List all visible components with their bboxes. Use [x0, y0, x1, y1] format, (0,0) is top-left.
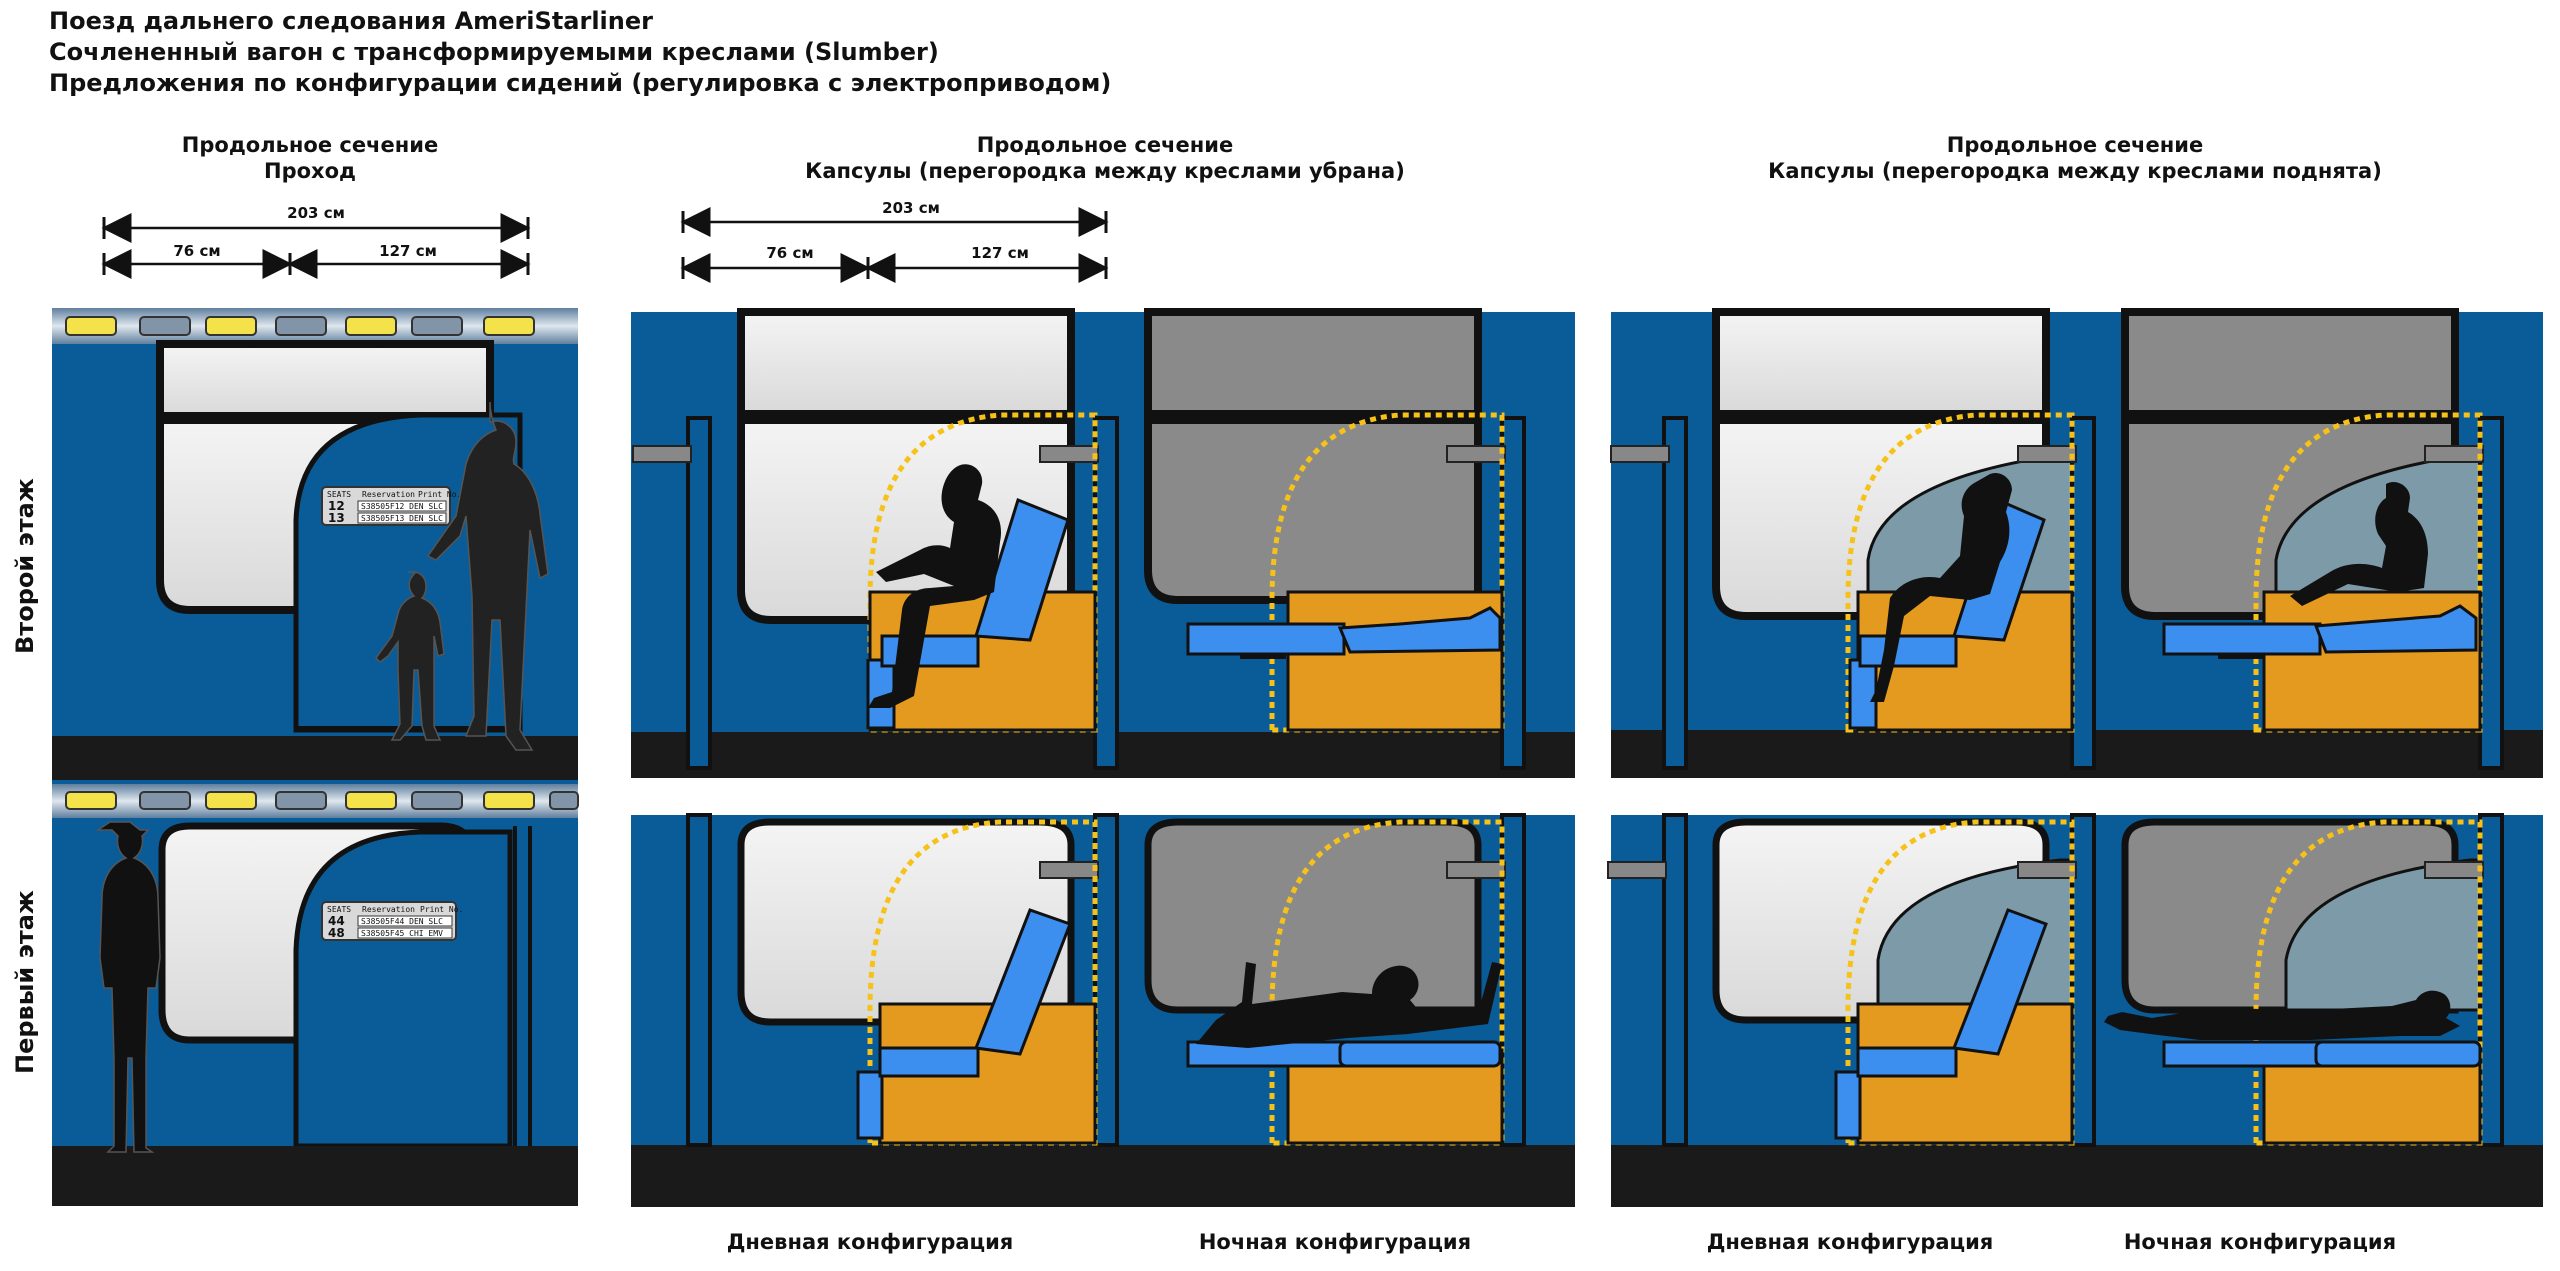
sign-upper-num1: 12: [328, 499, 345, 513]
title-line-2: Сочлененный вагон с трансформируемыми кр…: [49, 38, 939, 66]
sitting-woman-silhouette: [1870, 472, 2012, 702]
title-line-1: Поезд дальнего следования AmeriStarliner: [49, 7, 653, 35]
dim-total-aisle: 203 см: [287, 204, 345, 222]
config-label-day-2: Дневная конфигурация: [1706, 1230, 1994, 1254]
seat-sign-lower: SEATS Reservation Print No. 44 48 S38505…: [321, 901, 463, 941]
sign-lower-header-left: SEATS: [327, 905, 351, 914]
pods-down-upper-panel: [631, 308, 1575, 778]
config-label-day-1: Дневная конфигурация: [726, 1230, 1014, 1254]
section-aisle-line1: Продольное сечение: [181, 133, 439, 157]
dim-part1-aisle: 76 см: [173, 242, 220, 260]
lying-man-silhouette: [2104, 990, 2460, 1040]
section-header-pods-down: Продольное сечение Капсулы (перегородка …: [755, 132, 1455, 184]
pods-up-upper-panel: [1610, 308, 2543, 778]
section-pods-up-line1: Продольное сечение: [1946, 133, 2204, 157]
ceiling-lights-upper: [65, 316, 535, 336]
dimension-lines-aisle: [101, 213, 531, 279]
sign-lower-row1: S38505F44 DEN SLC: [361, 917, 443, 926]
sign-upper-header-left: SEATS: [327, 490, 351, 499]
section-aisle-line2: Проход: [264, 159, 356, 183]
sign-upper-header-right: Print No.: [418, 490, 461, 499]
sign-lower-row2: S38505F45 CHI EMV: [361, 929, 443, 938]
section-pods-down-line1: Продольное сечение: [976, 133, 1234, 157]
section-pods-up-line2: Капсулы (перегородка между креслами подн…: [1768, 159, 2382, 183]
aisle-lower-panel: SEATS Reservation Print No. 44 48 S38505…: [52, 780, 579, 1206]
sign-upper-row1: S38505F12 DEN SLC: [361, 502, 443, 511]
dim-total-pods: 203 см: [882, 199, 940, 217]
pods-up-lower-panel: [1607, 813, 2543, 1207]
man-with-hat-silhouette: [95, 821, 161, 1153]
sitting-man-silhouette: [868, 464, 1002, 708]
section-header-aisle: Продольное сечение Проход: [150, 132, 470, 184]
sign-upper-num2: 13: [328, 511, 345, 525]
section-pods-down-line2: Капсулы (перегородка между креслами убра…: [805, 159, 1405, 183]
ceiling-lights-lower: [65, 791, 579, 810]
sign-lower-header-mid: Reservation: [362, 905, 415, 914]
config-label-night-2: Ночная конфигурация: [2123, 1230, 2397, 1254]
title-line-3: Предложения по конфигурации сидений (рег…: [49, 69, 1112, 97]
dim-part2-pods: 127 см: [971, 244, 1029, 262]
config-label-night-1: Ночная конфигурация: [1198, 1230, 1472, 1254]
sign-lower-num2: 48: [328, 926, 345, 940]
child-silhouette: [375, 570, 445, 741]
adult-silhouette: [426, 401, 549, 751]
aisle-upper-panel: SEATS Reservation Print No. 12 13 S38505…: [52, 308, 578, 780]
section-header-pods-up: Продольное сечение Капсулы (перегородка …: [1725, 132, 2425, 184]
sign-upper-row2: S38505F13 DEN SLC: [361, 514, 443, 523]
sign-lower-num1: 44: [328, 914, 345, 928]
pods-down-lower-panel: [631, 813, 1575, 1207]
sign-lower-header-right: Print No.: [420, 905, 463, 914]
reclining-man-silhouette: [2290, 481, 2428, 606]
sign-upper-header-mid: Reservation: [362, 490, 415, 499]
dim-part2-aisle: 127 см: [379, 242, 437, 260]
dimension-lines-pods: [680, 207, 1109, 283]
seat-sign-upper: SEATS Reservation Print No. 12 13 S38505…: [321, 486, 461, 526]
dim-part1-pods: 76 см: [766, 244, 813, 262]
lying-woman-silhouette: [1196, 962, 1502, 1048]
